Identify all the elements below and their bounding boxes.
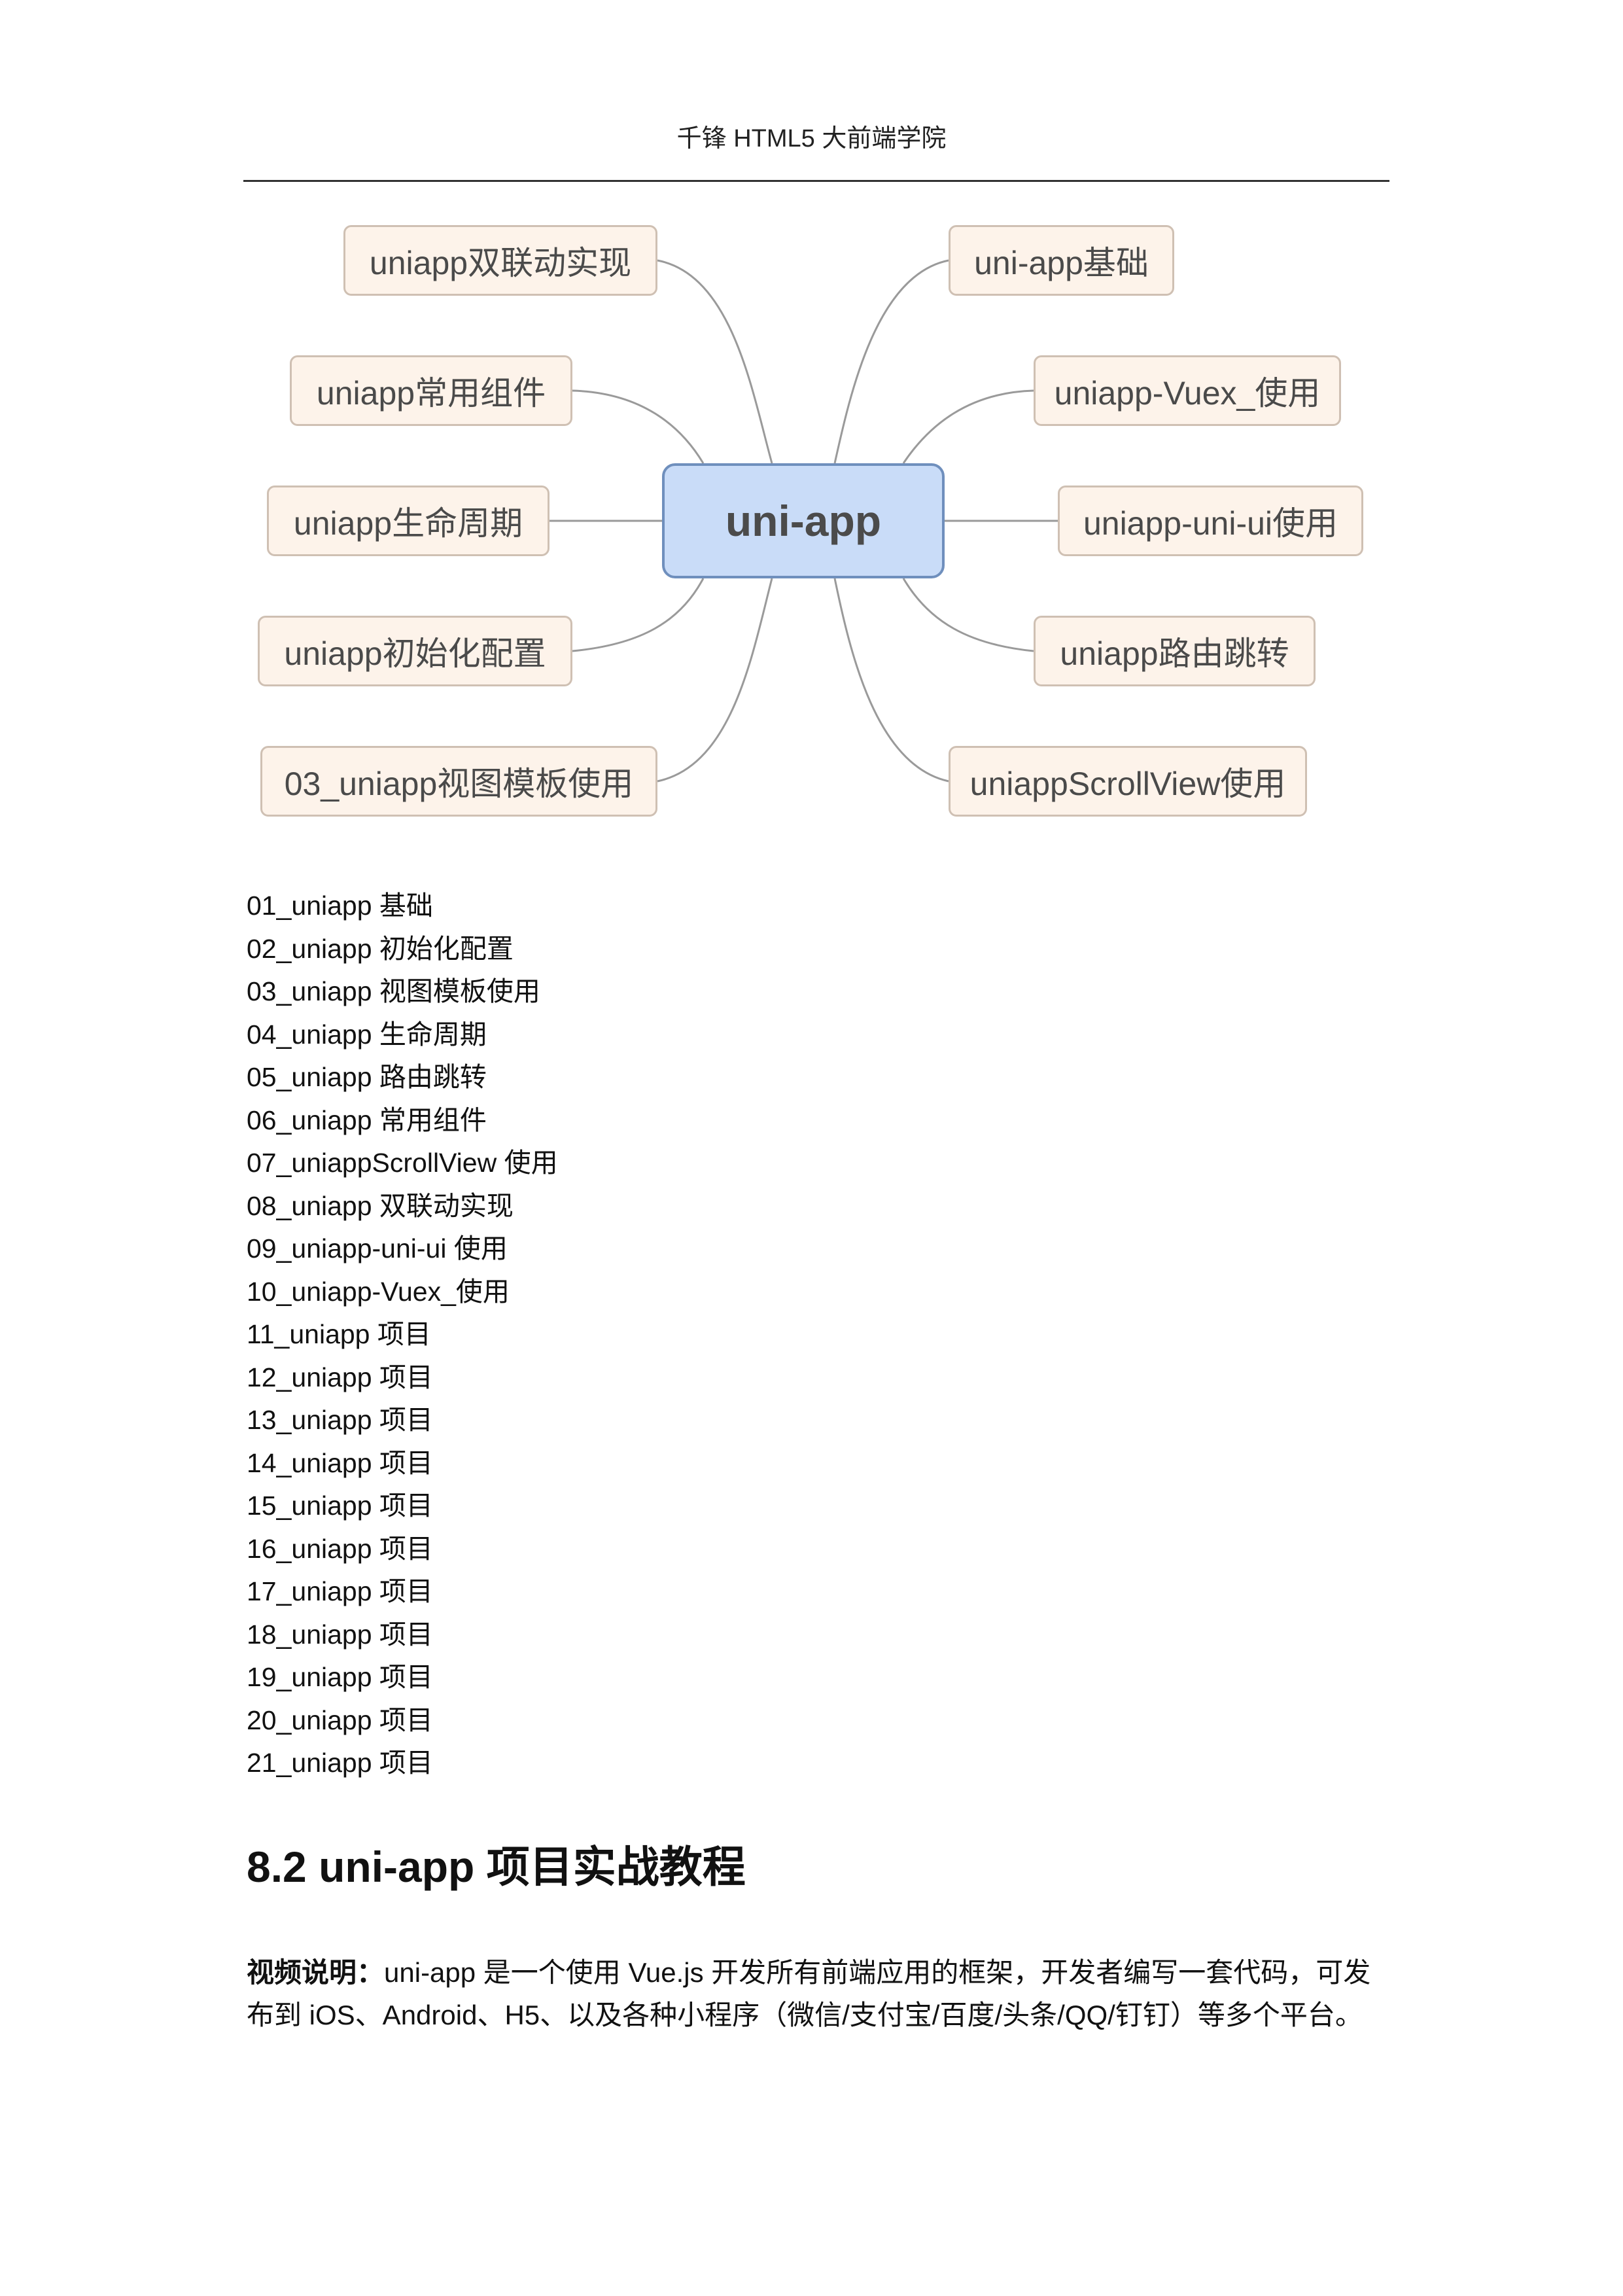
mindmap-node-left-2: uniapp常用组件 [290, 355, 572, 426]
list-item: 04_uniapp 生命周期 [247, 1019, 487, 1050]
mindmap-node-left-1: uniapp双联动实现 [343, 225, 657, 296]
list-item: 03_uniapp 视图模板使用 [247, 976, 540, 1006]
connector-left-1 [657, 259, 773, 464]
mindmap-node-right-2: uniapp-Vuex_使用 [1034, 355, 1341, 426]
list-item: 19_uniapp 项目 [247, 1662, 433, 1692]
list-item: 16_uniapp 项目 [247, 1533, 433, 1564]
connector-left-2 [572, 389, 705, 464]
list-item: 01_uniapp 基础 [247, 891, 433, 921]
connector-left-4 [572, 578, 705, 652]
mindmap: uni-app uniapp双联动实现 uniapp常用组件 uniapp生命周… [0, 0, 1623, 851]
mindmap-node-right-3: uniapp-uni-ui使用 [1058, 486, 1363, 556]
list-item: 14_uniapp 项目 [247, 1447, 433, 1478]
list-item: 09_uniapp-uni-ui 使用 [247, 1233, 508, 1263]
mindmap-node-right-4: uniapp路由跳转 [1034, 616, 1316, 686]
list-item: 10_uniapp-Vuex_使用 [247, 1276, 510, 1307]
mindmap-node-left-4: uniapp初始化配置 [258, 616, 572, 686]
list-item: 21_uniapp 项目 [247, 1748, 433, 1778]
list-item: 17_uniapp 项目 [247, 1576, 433, 1606]
list-item: 07_uniappScrollView 使用 [247, 1148, 558, 1178]
section-description: 视频说明：uni-app 是一个使用 Vue.js 开发所有前端应用的框架，开发… [247, 1951, 1388, 2036]
list-item: 05_uniapp 路由跳转 [247, 1062, 487, 1092]
list-item: 11_uniapp 项目 [247, 1319, 431, 1349]
connector-right-2 [902, 389, 1034, 464]
page-header-title: 千锋 HTML5 大前端学院 [676, 125, 947, 152]
mindmap-connectors [550, 259, 1058, 783]
list-item: 02_uniapp 初始化配置 [247, 933, 514, 964]
connector-left-5 [657, 578, 773, 783]
connector-right-1 [833, 259, 949, 464]
connector-right-4 [902, 578, 1034, 652]
list-item: 12_uniapp 项目 [247, 1362, 433, 1392]
description-label: 视频说明： [247, 1957, 385, 1988]
list-item: 08_uniapp 双联动实现 [247, 1190, 514, 1221]
mindmap-node-left-3: uniapp生命周期 [267, 486, 550, 556]
connector-right-5 [833, 578, 949, 783]
list-item: 20_uniapp 项目 [247, 1704, 433, 1735]
mindmap-node-right-1: uni-app基础 [949, 225, 1174, 296]
header-divider [243, 180, 1389, 182]
list-item: 15_uniapp 项目 [247, 1491, 433, 1521]
list-item: 18_uniapp 项目 [247, 1619, 433, 1650]
mindmap-node-left-5: 03_uniapp视图模板使用 [260, 746, 657, 817]
course-list: 01_uniapp 基础 02_uniapp 初始化配置 03_uniapp 视… [247, 885, 558, 1785]
list-item: 06_uniapp 常用组件 [247, 1104, 487, 1135]
mindmap-node-right-5: uniappScrollView使用 [949, 746, 1307, 817]
description-text: uni-app 是一个使用 Vue.js 开发所有前端应用的框架，开发者编写一套… [247, 1957, 1371, 2030]
mindmap-center-node: uni-app [662, 463, 945, 578]
list-item: 13_uniapp 项目 [247, 1405, 433, 1435]
section-heading: 8.2 uni-app 项目实战教程 [247, 1843, 746, 1891]
